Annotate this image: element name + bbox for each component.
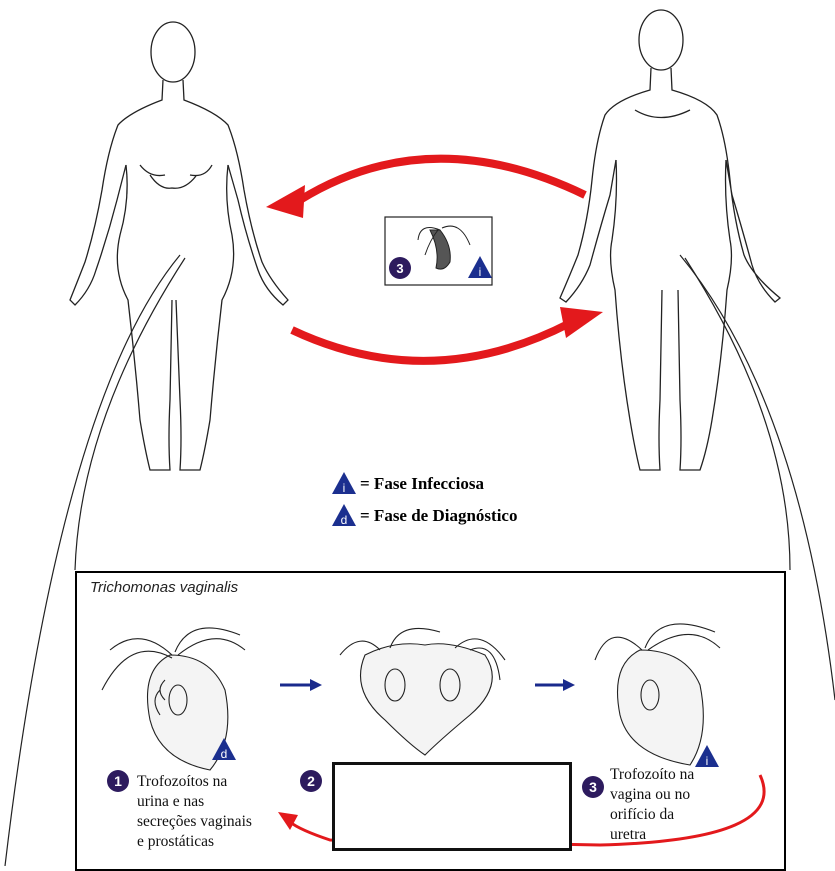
stage-1-line-1: Trofozoítos na — [137, 772, 252, 792]
stage-1-line-4: e prostáticas — [137, 832, 252, 852]
legend-infectious-label: = Fase Infecciosa — [360, 474, 484, 494]
stage-3-line-3: orifício da — [610, 805, 694, 825]
female-body-figure — [70, 22, 288, 470]
stage-3-line-2: vagina ou no — [610, 785, 694, 805]
legend-diagnostic: = Fase de Diagnóstico — [360, 506, 517, 526]
transmission-arrow-upper — [300, 159, 585, 200]
legend-infectious-triangle-letter: i — [343, 481, 346, 495]
stage-3-line-1: Trofozoíto na — [610, 765, 694, 785]
legend-diagnostic-label: = Fase de Diagnóstico — [360, 506, 517, 526]
stage-2-answer-blank — [332, 762, 572, 851]
stage-3-number: 3 — [582, 776, 604, 798]
species-title: Trichomonas vaginalis — [90, 579, 238, 596]
stage-1-line-3: secreções vaginais — [137, 812, 252, 832]
stage-3-line-4: uretra — [610, 825, 694, 845]
transmission-arrowhead-lower — [560, 307, 603, 338]
stage-3-description: Trofozoíto na vagina ou no orifício da u… — [610, 765, 694, 845]
legend-infectious: = Fase Infecciosa — [360, 474, 484, 494]
stage-1-description: Trofozoítos na urina e nas secreções vag… — [137, 772, 252, 852]
stage-1-number: 1 — [107, 770, 129, 792]
stage-2-number: 2 — [300, 770, 322, 792]
stage-1-line-2: urina e nas — [137, 792, 252, 812]
inset-infectious-badge-letter: i — [479, 265, 482, 279]
transmission-arrow-lower — [292, 323, 570, 361]
inset-stage-number: 3 — [396, 261, 403, 276]
male-body-figure — [560, 10, 780, 470]
legend-diagnostic-triangle-letter: d — [341, 513, 348, 527]
transmission-arrowhead-upper — [266, 185, 305, 218]
